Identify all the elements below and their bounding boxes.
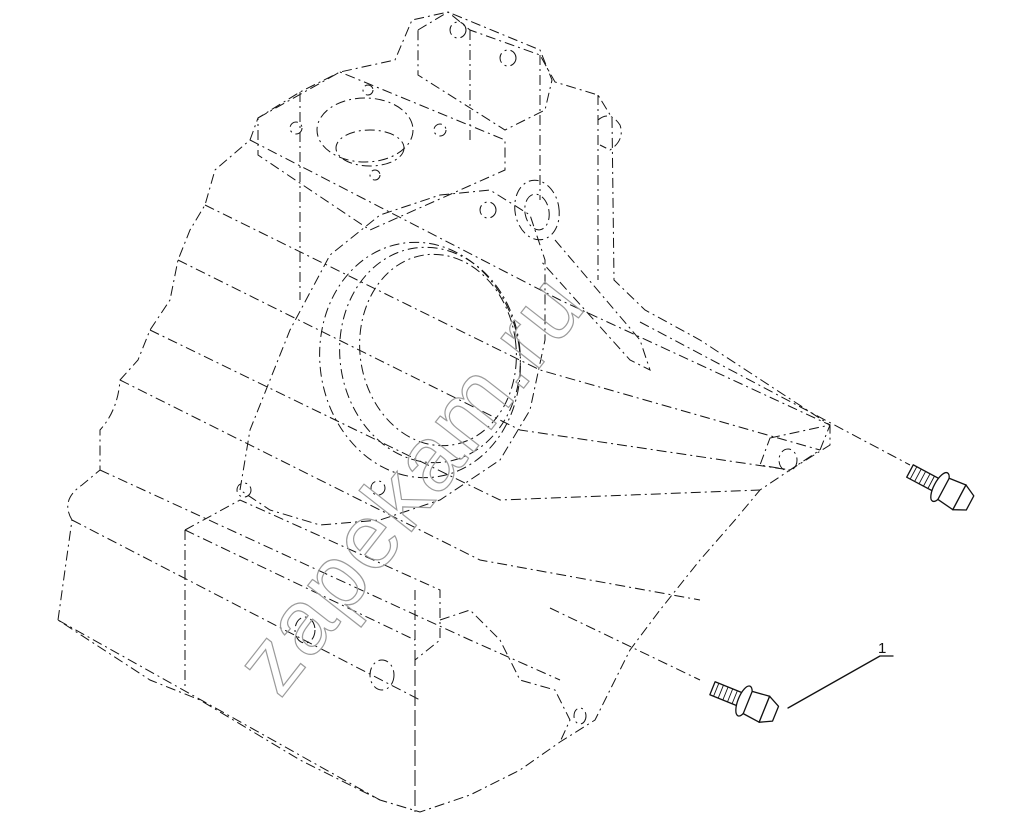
top-mounting-pad: [257, 71, 506, 231]
watermark-text: zapekam.ru: [215, 255, 604, 712]
callout-label: 1: [878, 640, 886, 657]
flange-bolt-upper: [906, 464, 975, 511]
right-mount-lug: [759, 424, 831, 472]
watermark: zapekam.ru: [215, 254, 605, 713]
bearing-bore-flange: [236, 189, 546, 526]
top-boss: [417, 11, 553, 131]
callout-1: 1: [787, 640, 894, 709]
gear-housing: [57, 11, 831, 813]
lower-block: [184, 499, 587, 812]
side-eye-boss: [514, 115, 651, 371]
flange-bolt-lower: [709, 681, 780, 723]
callout-leader-line: [787, 655, 894, 709]
assembly-axis-lines: [549, 321, 911, 681]
